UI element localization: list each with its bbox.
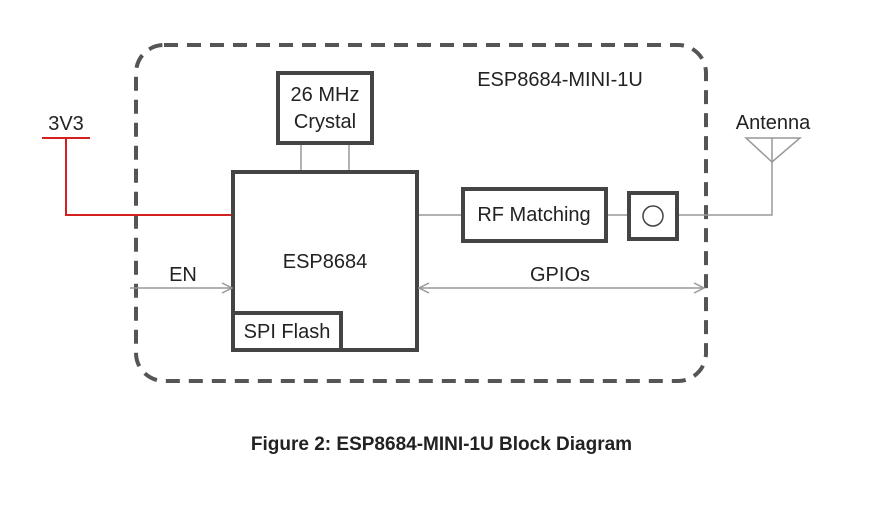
flash-label: SPI Flash [244, 321, 331, 343]
chip-label: ESP8684 [283, 251, 368, 273]
en-label: EN [169, 264, 197, 286]
gpio-label: GPIOs [530, 264, 590, 286]
crystal-label-line2: Crystal [294, 111, 356, 133]
antenna-line [679, 160, 773, 216]
module-label: ESP8684-MINI-1U [477, 69, 643, 91]
rf-matching-label: RF Matching [477, 204, 590, 226]
crystal-label-line1: 26 MHz [291, 84, 360, 106]
antenna-connector-circle [642, 205, 664, 227]
antenna-connector [627, 191, 679, 241]
antenna-label: Antenna [736, 112, 811, 134]
antenna-icon [744, 137, 803, 164]
module-outline [134, 43, 708, 383]
power-line [65, 138, 233, 216]
crystal-box [276, 71, 374, 145]
power-label: 3V3 [48, 113, 84, 135]
flash-box [231, 311, 343, 352]
figure-caption: Figure 2: ESP8684-MINI-1U Block Diagram [250, 434, 633, 455]
rf-matching-box [461, 187, 608, 243]
